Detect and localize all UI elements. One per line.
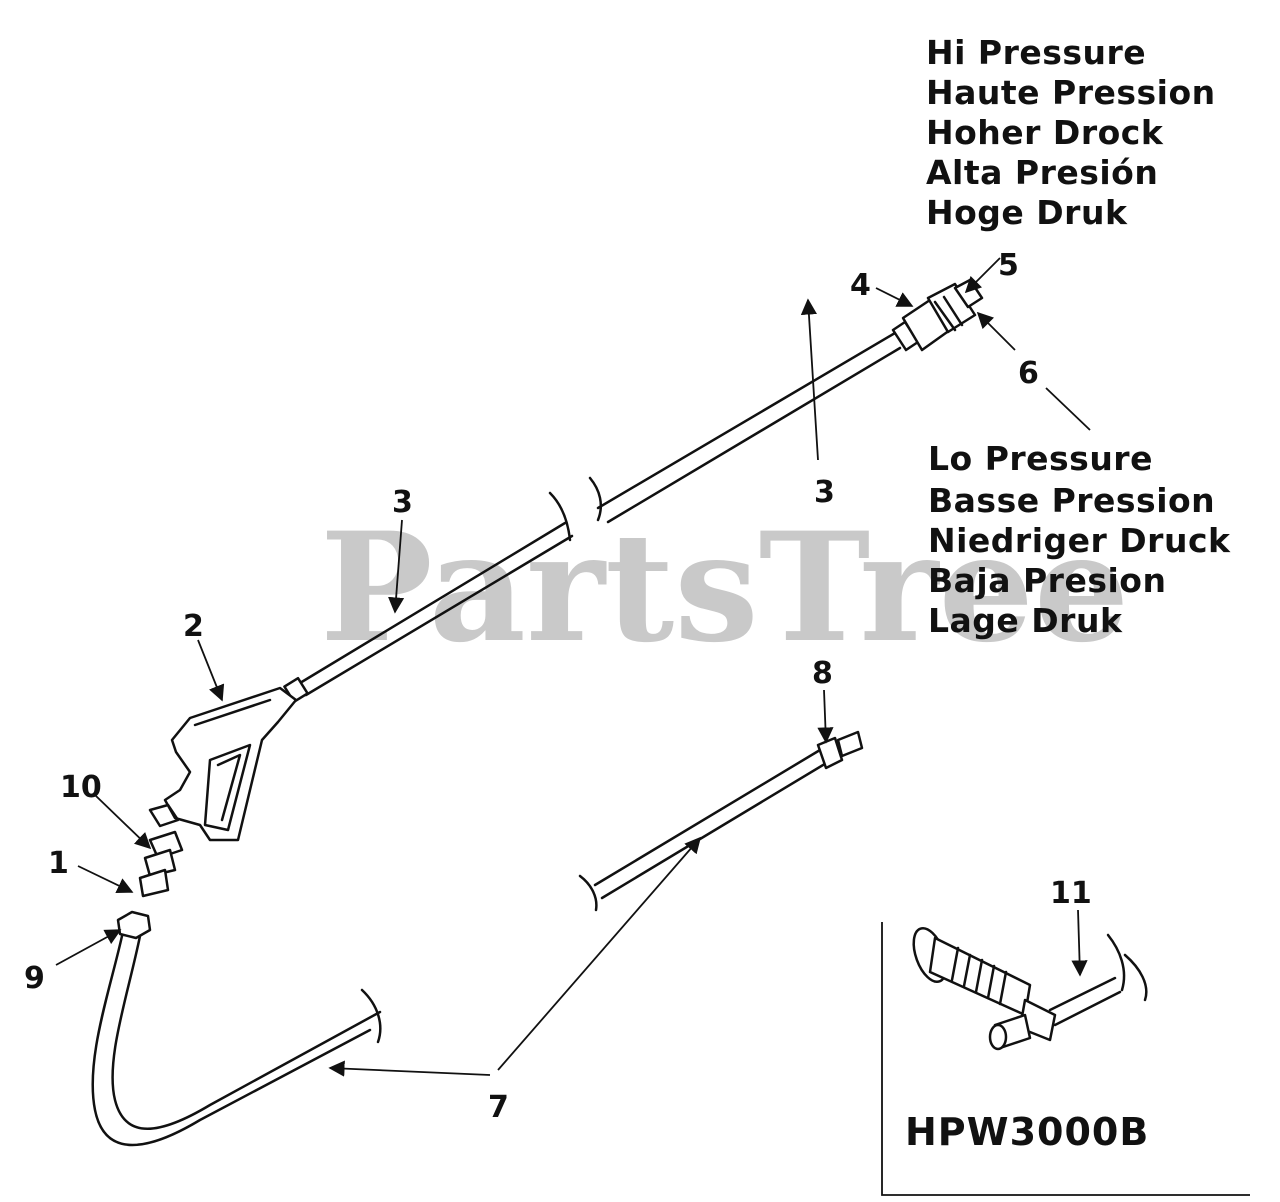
hi-pressure-label-es: Alta Presión	[926, 153, 1158, 192]
lo-pressure-label-en: Lo Pressure	[928, 439, 1153, 478]
callout-11: 11	[1050, 876, 1092, 911]
hi-pressure-label-nl: Hoge Druk	[926, 193, 1128, 232]
callout-4: 4	[850, 268, 871, 303]
callout-3-lower: 3	[392, 485, 413, 520]
callout-10: 10	[60, 770, 102, 805]
hi-pressure-label-fr: Haute Pression	[926, 73, 1216, 112]
callout-numbers: 1 2 3 3 4 5 6 7 8 9 10 11	[24, 248, 1092, 1125]
callout-2: 2	[183, 609, 204, 644]
inset-nozzle	[912, 927, 1148, 1051]
hi-pressure-legend: Hi Pressure Haute Pression Hoher Drock A…	[926, 33, 1216, 232]
leader-lines	[55, 257, 1091, 1077]
nozzle-assembly	[891, 278, 984, 352]
callout-6: 6	[1018, 356, 1039, 391]
model-label: HPW3000B	[905, 1110, 1149, 1154]
wand-upper	[588, 331, 902, 524]
watermark: PartsTree	[320, 500, 1129, 676]
quick-coupler	[138, 830, 184, 898]
callout-3-upper: 3	[814, 475, 835, 510]
lo-pressure-legend: Lo Pressure Basse Pression Niedriger Dru…	[928, 439, 1231, 640]
extension-wand	[578, 730, 864, 912]
lo-pressure-label-nl: Lage Druk	[928, 601, 1123, 640]
lo-pressure-label-es: Baja Presion	[928, 561, 1166, 600]
callout-9: 9	[24, 961, 45, 996]
callout-8: 8	[812, 656, 833, 691]
callout-1: 1	[48, 846, 69, 881]
inset-box	[881, 922, 1250, 1196]
callout-5: 5	[998, 248, 1019, 283]
hose	[91, 910, 382, 1147]
lo-pressure-label-fr: Basse Pression	[928, 481, 1215, 520]
spray-gun	[148, 686, 298, 842]
lo-pressure-label-de: Niedriger Druck	[928, 521, 1231, 560]
wand-lower	[283, 491, 574, 704]
hi-pressure-label-en: Hi Pressure	[926, 33, 1146, 72]
hi-pressure-label-de: Hoher Drock	[926, 113, 1164, 152]
callout-7: 7	[488, 1090, 509, 1125]
